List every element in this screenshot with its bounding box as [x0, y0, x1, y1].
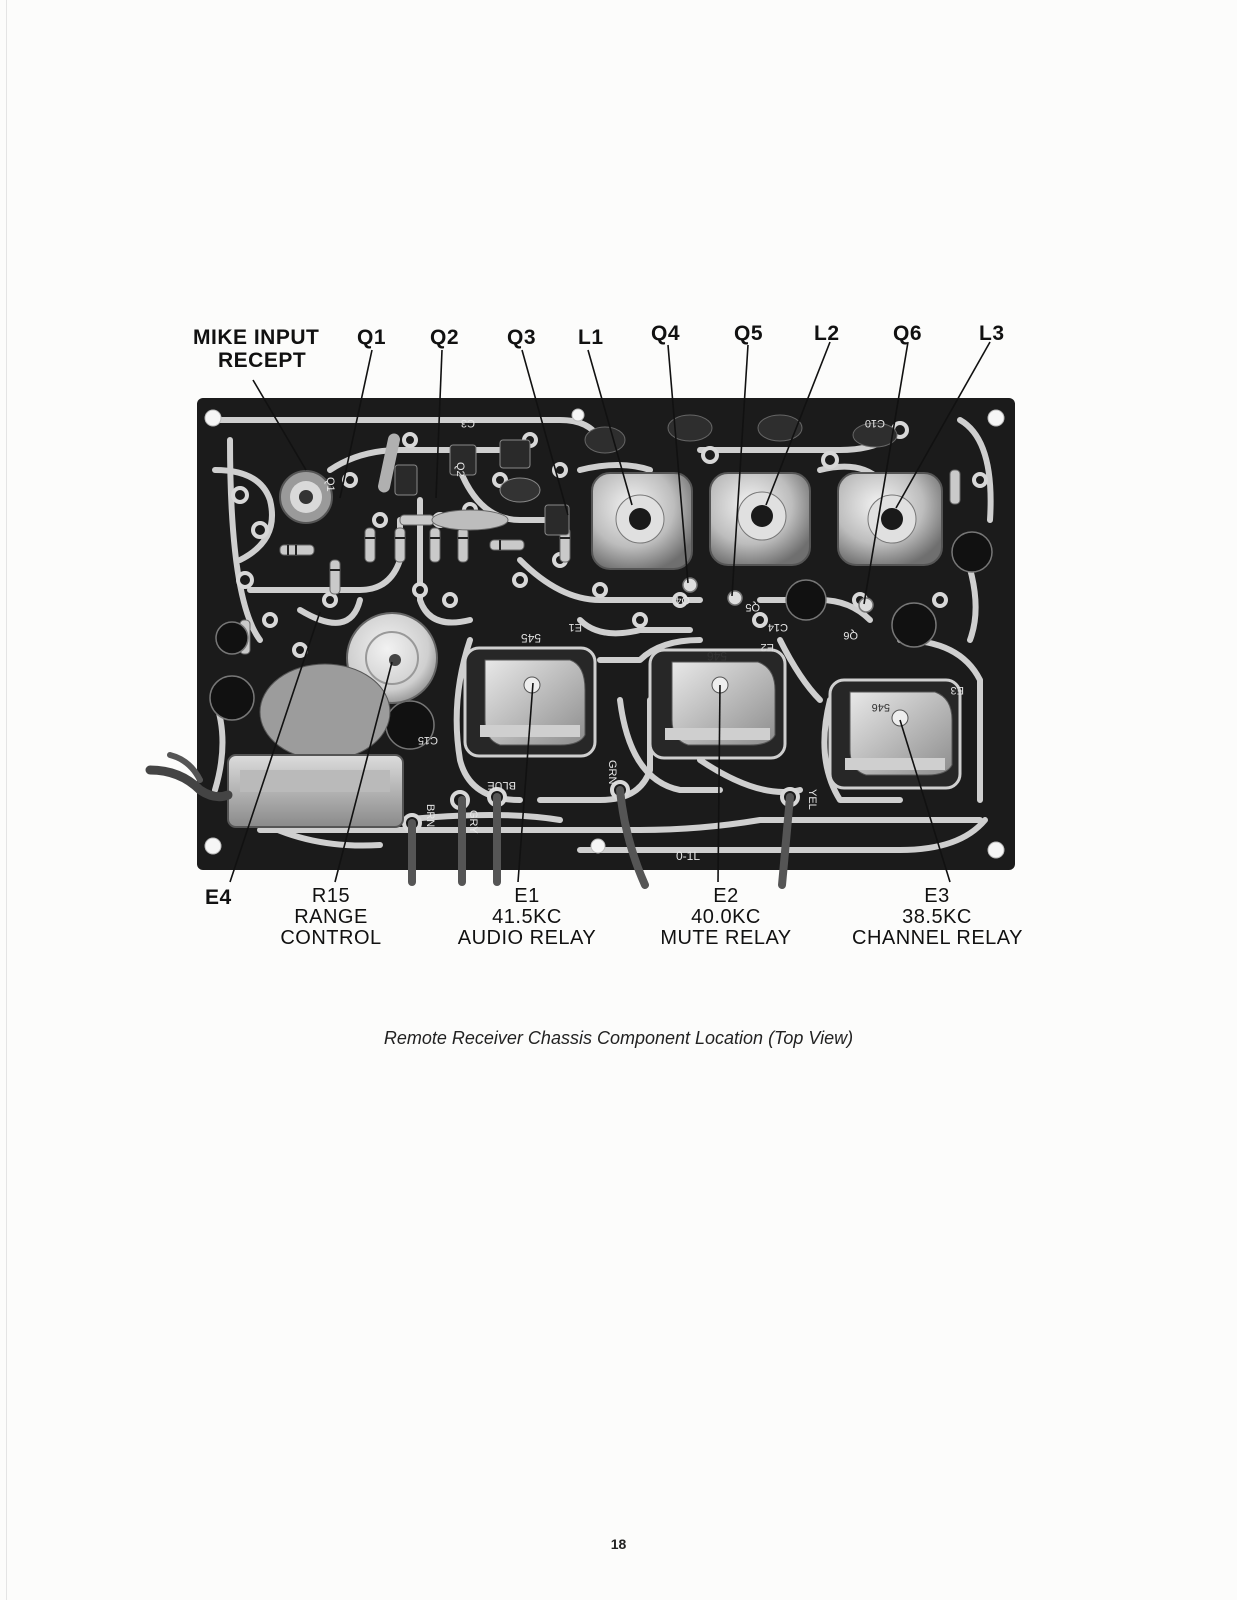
label-mike-input-line2: RECEPT — [218, 349, 307, 372]
e3-marking: E3 — [951, 684, 964, 696]
label-e4: E4 — [205, 886, 232, 909]
lead-wires — [408, 786, 794, 889]
q2-marking: Q2 — [454, 462, 466, 477]
relay-1-code: 545 — [521, 631, 541, 645]
pcb-traces — [212, 417, 994, 853]
leader-lines — [229, 341, 991, 883]
label-r15-line2: RANGE — [294, 906, 368, 928]
label-q4: Q4 — [651, 322, 681, 345]
q1-marking: Q1 — [324, 477, 336, 492]
label-q5: Q5 — [734, 322, 764, 345]
label-r15: R15 RANGE CONTROL — [276, 886, 386, 949]
label-q6: Q6 — [893, 322, 923, 345]
board-id-marking: 0-1L — [676, 849, 700, 863]
c10-marking: C10 — [865, 417, 885, 429]
label-l3: L3 — [979, 322, 1005, 345]
page-number: 18 — [610, 1536, 627, 1552]
label-mike-input-line1: MIKE INPUT — [193, 326, 320, 349]
coil-l3 — [837, 472, 943, 566]
c3-marking: C3 — [461, 417, 475, 429]
label-l2: L2 — [814, 322, 840, 345]
e1-marking: E1 — [569, 621, 582, 633]
relay-e3: 546 E3 — [828, 678, 964, 790]
c15-marking: C15 — [418, 734, 438, 746]
wire-blue-marking: BLUE — [487, 779, 516, 791]
label-q1: Q1 — [357, 326, 387, 349]
wire-grn-marking: GRN — [606, 760, 618, 785]
relay-e2: 546 E2 — [648, 641, 787, 760]
label-e1-id: E1 — [514, 885, 540, 907]
label-r15-id: R15 — [311, 885, 351, 907]
silkscreen: C3 C10 C14 C15 Q1 Q2 Q4 Q5 Q6 BLUE GRN Y… — [324, 417, 885, 863]
label-q2: Q2 — [430, 326, 460, 349]
coil-l1 — [591, 472, 693, 570]
label-e3: E3 38.5KC CHANNEL RELAY — [852, 885, 1023, 949]
relay-3-code: 546 — [872, 701, 890, 713]
mike-input-receptacle — [279, 470, 333, 524]
small-components — [378, 414, 898, 536]
label-e1: E1 41.5KC AUDIO RELAY — [452, 886, 602, 949]
coil-l2 — [709, 472, 811, 566]
scan-edge — [6, 0, 7, 1600]
label-e2: E2 40.0KC MUTE RELAY — [656, 886, 796, 949]
c14-marking: C14 — [768, 621, 788, 633]
q5-marking: Q5 — [745, 601, 760, 613]
label-e1-function: AUDIO RELAY — [457, 927, 597, 949]
relay-e1: 545 E1 — [463, 621, 597, 758]
q6-marking: Q6 — [843, 629, 858, 641]
label-e3-function: CHANNEL RELAY — [852, 927, 1023, 949]
label-e2-function: MUTE RELAY — [660, 927, 792, 949]
mounting-holes — [204, 408, 1005, 859]
relay-2-code: 546 — [707, 649, 727, 663]
label-l1: L1 — [578, 326, 604, 349]
label-r15-line3: CONTROL — [280, 927, 382, 949]
label-e1-freq: 41.5KC — [492, 906, 562, 928]
label-e2-id: E2 — [713, 885, 739, 907]
q4-marking: Q4 — [675, 594, 690, 606]
label-e3-id: E3 — [924, 885, 950, 907]
resistors — [239, 469, 961, 655]
wire-gry-marking: GRY — [467, 810, 479, 834]
e2-marking: E2 — [761, 641, 774, 653]
label-e3-freq: 38.5KC — [902, 906, 972, 928]
wire-yel-marking: YEL — [806, 789, 818, 810]
wire-brn-marking: BRN — [424, 804, 436, 827]
label-e2-freq: 40.0KC — [691, 906, 761, 928]
transformer — [145, 663, 404, 828]
label-mike-input: MIKE INPUT RECEPT — [193, 326, 319, 372]
figure-caption: Remote Receiver Chassis Component Locati… — [383, 1028, 854, 1048]
label-q3: Q3 — [507, 326, 537, 349]
